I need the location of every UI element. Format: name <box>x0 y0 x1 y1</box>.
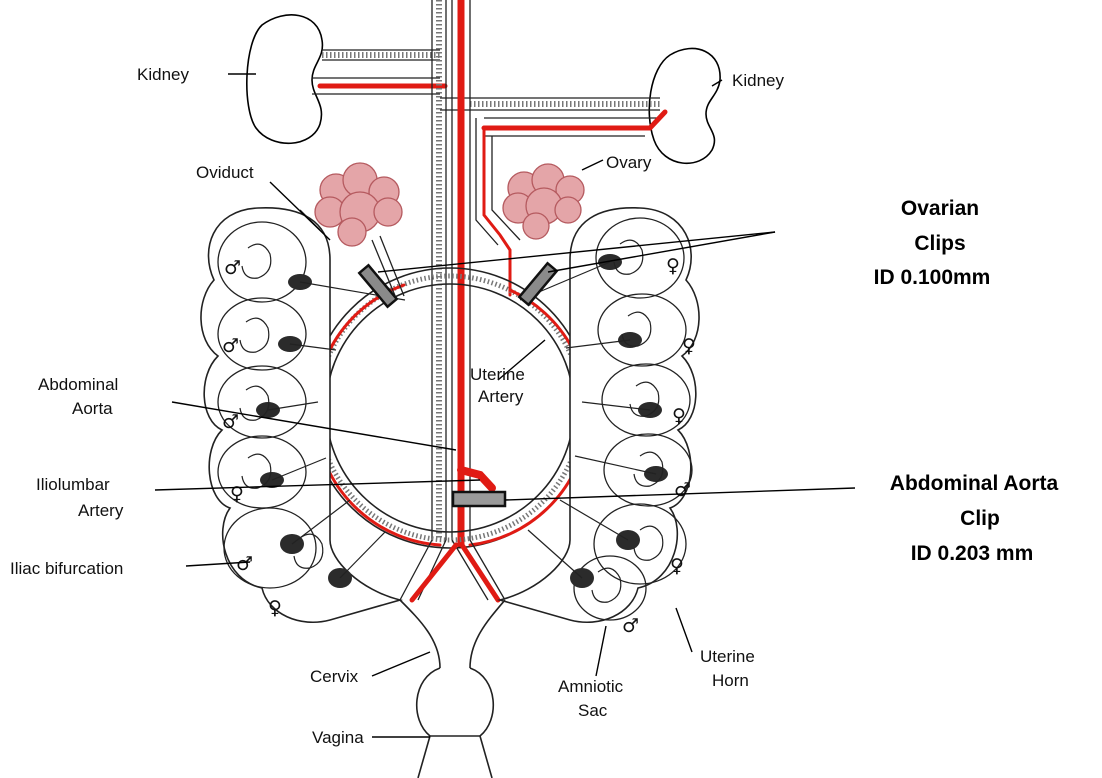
callout-ovarian-clips-1: Ovarian <box>901 197 979 220</box>
callout-aorta-clip-3: ID 0.203 mm <box>911 542 1034 565</box>
sex-symbol-female: ♀ <box>230 483 244 505</box>
sex-symbol-male: ♂ <box>224 257 241 279</box>
cervix-vagina <box>400 600 505 778</box>
callout-ovarian-clips-3: ID 0.100mm <box>874 266 991 289</box>
label-amniotic-sac-2: Sac <box>578 701 608 720</box>
label-uterine-horn-2: Horn <box>712 671 749 690</box>
label-abdominal-aorta-2: Aorta <box>72 399 113 418</box>
label-ovary: Ovary <box>606 153 652 172</box>
label-uterine-artery-2: Artery <box>478 387 524 406</box>
iliac-bifurcation-vessels <box>400 540 505 600</box>
left-kidney <box>247 15 323 143</box>
callout-aorta-clip-1: Abdominal Aorta <box>890 472 1059 495</box>
right-ovary <box>503 164 584 239</box>
label-vagina: Vagina <box>312 728 364 747</box>
sex-symbol-female: ♀ <box>682 335 696 357</box>
sex-symbol-male: ♂ <box>222 335 239 357</box>
sex-symbol-female: ♀ <box>672 405 686 427</box>
left-renal-vessels <box>312 50 445 94</box>
sex-symbol-male: ♂ <box>222 411 239 433</box>
label-abdominal-aorta-1: Abdominal <box>38 375 118 394</box>
sex-symbol-male: ♂ <box>674 479 691 501</box>
sex-symbol-female: ♀ <box>666 255 680 277</box>
label-kidney-right: Kidney <box>732 71 784 90</box>
left-uterine-artery <box>315 285 440 545</box>
right-renal-vessels <box>440 98 665 136</box>
label-iliolumbar-1: Iliolumbar <box>36 475 110 494</box>
right-kidney <box>649 48 720 163</box>
label-oviduct: Oviduct <box>196 163 254 182</box>
label-iliac-bifurcation: Iliac bifurcation <box>10 559 123 578</box>
aorta-clip <box>453 492 505 506</box>
callout-ovarian-clips-2: Clips <box>914 232 965 255</box>
label-uterine-artery-1: Uterine <box>470 365 525 384</box>
label-iliolumbar-2: Artery <box>78 501 124 520</box>
sex-symbol-male: ♂ <box>236 553 253 575</box>
sex-symbol-male: ♂ <box>622 615 639 637</box>
label-kidney-left: Kidney <box>137 65 189 84</box>
sex-symbol-female: ♀ <box>268 597 282 619</box>
iliolumbar-artery <box>461 470 492 488</box>
label-cervix: Cervix <box>310 667 359 686</box>
uterine-ring <box>310 268 590 548</box>
label-uterine-horn-1: Uterine <box>700 647 755 666</box>
label-amniotic-sac-1: Amniotic <box>558 677 624 696</box>
left-ovary <box>315 163 402 246</box>
sex-symbol-female: ♀ <box>670 555 684 577</box>
callout-aorta-clip-2: Clip <box>960 507 1000 530</box>
